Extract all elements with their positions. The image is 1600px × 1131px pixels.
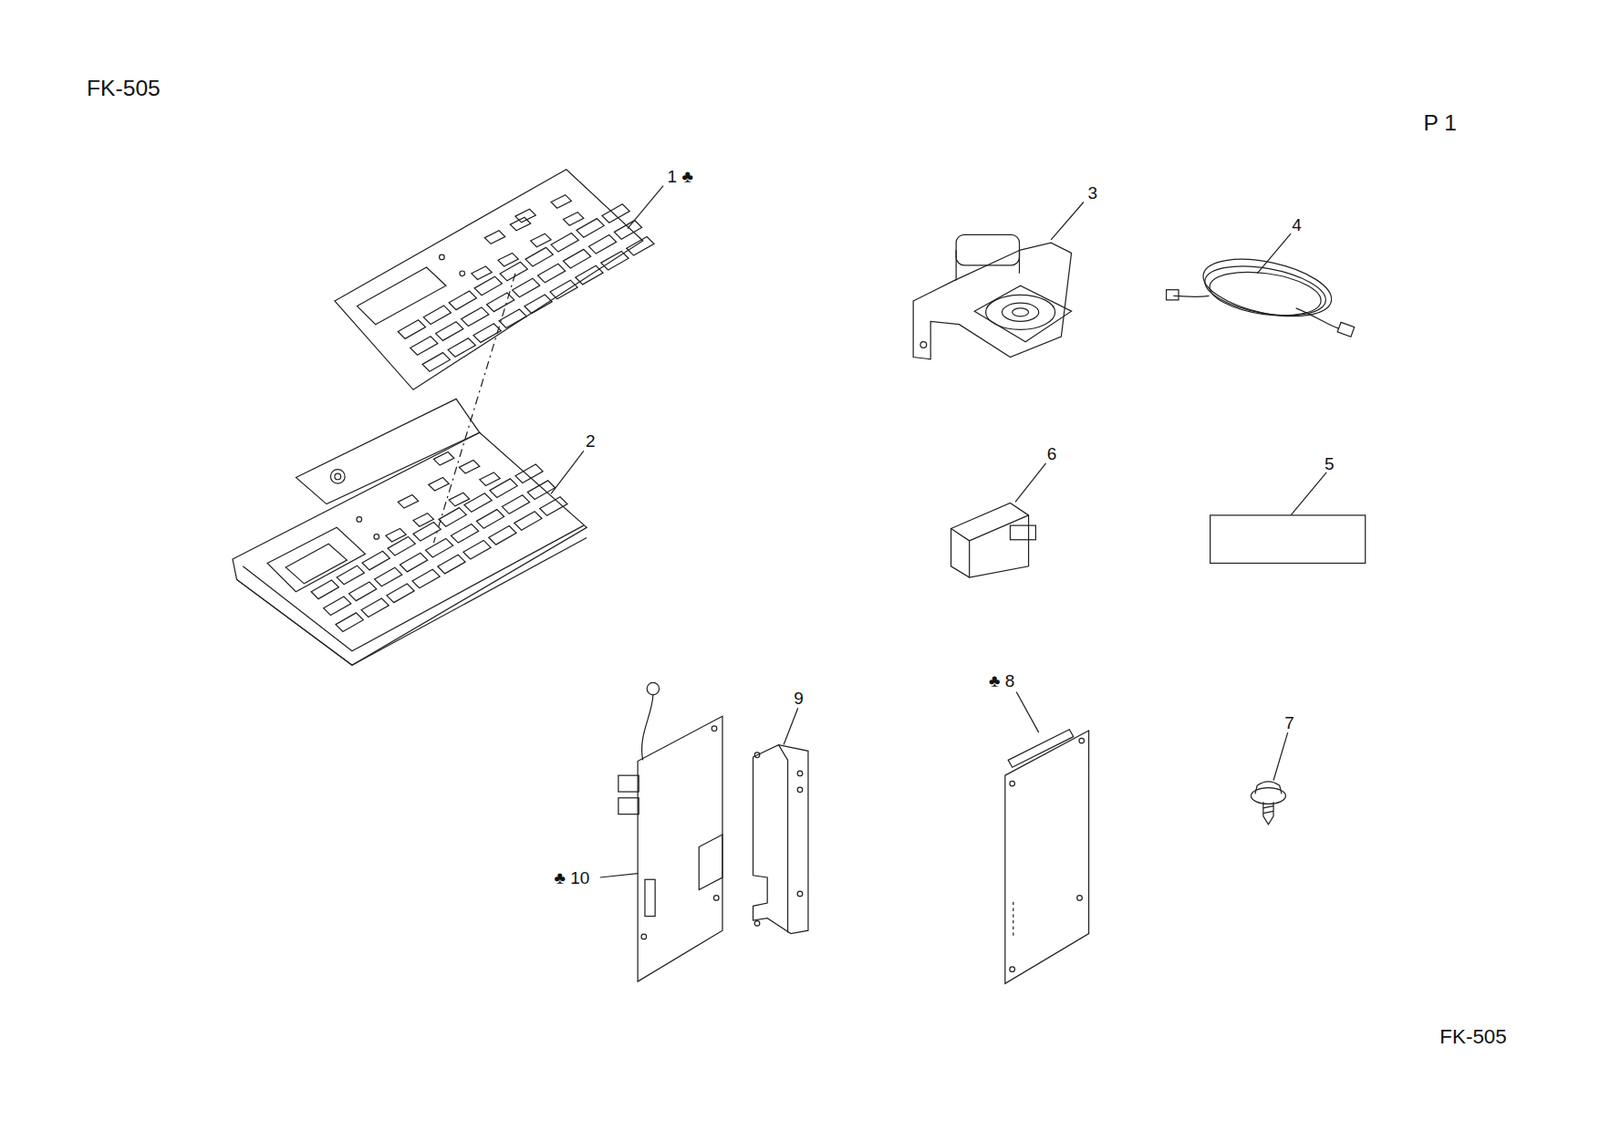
- page-number: P 1: [1423, 112, 1456, 136]
- screw: [1250, 781, 1286, 825]
- speaker-bracket: [913, 234, 1071, 359]
- mounting-bracket: [753, 745, 809, 935]
- callout-number: 5: [1324, 455, 1335, 473]
- memory-board: [1005, 729, 1090, 985]
- ferrite-core: [951, 502, 1037, 578]
- telephone-cable: [1166, 249, 1355, 337]
- callout-number: 9: [793, 689, 804, 707]
- callout-number: 7: [1284, 714, 1295, 732]
- fax-board: [618, 682, 723, 982]
- callout-number: 6: [1047, 446, 1058, 464]
- callout-number: 3: [1087, 184, 1098, 202]
- model-name: FK-505: [86, 77, 161, 101]
- callout-number: 2: [585, 432, 596, 450]
- label-sheet: [1210, 515, 1366, 564]
- operation-panel: [232, 398, 587, 665]
- callout-number: ♣ 10: [553, 869, 590, 887]
- callout-number: ♣ 8: [988, 672, 1015, 690]
- callout-number: 4: [1291, 216, 1302, 234]
- leader-lines: [433, 186, 1327, 878]
- key-sheet: [334, 169, 655, 391]
- model-name: FK-505: [1439, 1026, 1507, 1047]
- callout-number: 1 ♣: [667, 168, 694, 187]
